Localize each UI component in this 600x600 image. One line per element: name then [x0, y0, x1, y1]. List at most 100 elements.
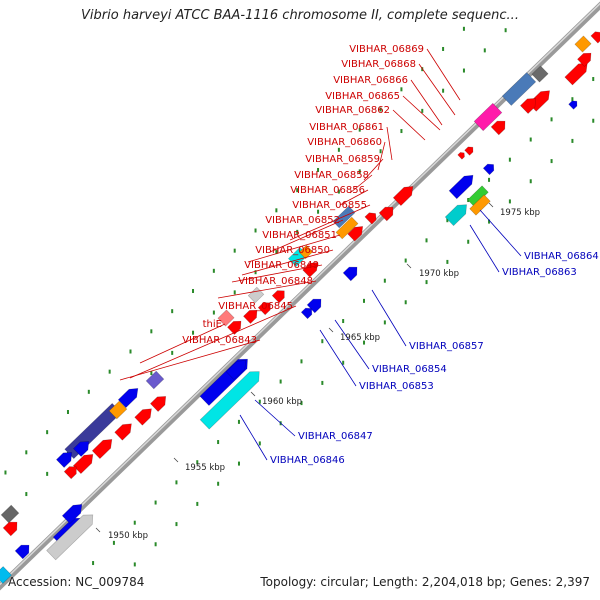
gene-feature[interactable] [298, 244, 314, 260]
gene-feature[interactable] [73, 437, 92, 457]
gene-feature[interactable] [0, 504, 20, 524]
gene-feature[interactable] [448, 171, 477, 200]
gene-feature[interactable] [364, 210, 379, 225]
forward-gene-label[interactable]: VIBHAR_06859 [305, 154, 380, 165]
tick-mark [446, 218, 449, 223]
reverse-gene-label[interactable]: VIBHAR_06847 [298, 431, 373, 442]
forward-gene-label[interactable]: VIBHAR_06862 [315, 105, 390, 116]
gene-feature[interactable] [300, 305, 314, 320]
gene-feature[interactable] [490, 117, 509, 136]
forward-gene-label[interactable]: VIBHAR_06851 [262, 230, 337, 241]
reverse-gene-label[interactable]: VIBHAR_06863 [502, 267, 577, 278]
tick-mark [133, 562, 136, 567]
forward-gene-label[interactable]: thiE [203, 319, 222, 330]
gene-feature[interactable] [568, 99, 580, 110]
forward-gene-label[interactable]: VIBHAR_06865 [325, 91, 400, 102]
gene-feature[interactable] [225, 356, 249, 381]
tick-mark [508, 199, 511, 204]
gene-feature[interactable] [574, 35, 592, 53]
gene-feature[interactable] [501, 72, 537, 106]
gene-feature[interactable] [72, 450, 96, 475]
forward-gene-label[interactable]: VIBHAR_06869 [349, 44, 424, 55]
forward-gene-label[interactable]: VIBHAR_06861 [309, 122, 384, 133]
tick-mark [404, 258, 407, 263]
gene-feature[interactable] [150, 392, 169, 412]
gene-feature[interactable] [444, 200, 471, 227]
forward-gene-label[interactable]: VIBHAR_06856 [290, 185, 365, 196]
gene-feature[interactable] [469, 194, 491, 216]
forward-gene-label[interactable]: VIBHAR_06845 [218, 301, 293, 312]
kbp-tick [488, 202, 494, 208]
gene-feature[interactable] [2, 518, 21, 537]
gene-features[interactable] [0, 29, 600, 584]
forward-gene-label[interactable]: VIBHAR_06866 [333, 75, 408, 86]
gene-feature[interactable] [473, 102, 503, 132]
forward-gene-label[interactable]: VIBHAR_06843 [182, 335, 257, 346]
gene-feature[interactable] [61, 500, 85, 525]
gene-feature[interactable] [306, 295, 325, 314]
reverse-gene-label[interactable]: VIBHAR_06864 [524, 251, 599, 262]
gene-feature[interactable] [0, 566, 12, 584]
tick-mark [196, 501, 199, 506]
gene-feature[interactable] [114, 420, 136, 441]
tick-mark [275, 250, 278, 255]
gene-feature[interactable] [63, 463, 80, 480]
gene-feature[interactable] [531, 65, 549, 83]
gene-feature[interactable] [199, 367, 264, 430]
tick-mark [337, 189, 340, 194]
gene-feature[interactable] [482, 161, 496, 176]
gene-feature[interactable] [342, 263, 361, 282]
gene-feature[interactable] [243, 307, 260, 324]
gene-feature[interactable] [564, 59, 591, 86]
topology-summary: Topology: circular; Length: 2,204,018 bp… [260, 575, 590, 589]
gene-feature[interactable] [56, 448, 75, 468]
gene-feature[interactable] [378, 203, 397, 222]
map-title: Vibrio harveyi ATCC BAA-1116 chromosome … [81, 8, 519, 23]
reverse-gene-label[interactable]: VIBHAR_06853 [359, 381, 434, 392]
tick-mark [150, 371, 153, 376]
forward-gene-label[interactable]: VIBHAR_06855 [292, 200, 367, 211]
gene-feature[interactable] [257, 299, 274, 316]
forward-gene-label[interactable]: VIBHAR_06852 [265, 215, 340, 226]
gene-feature[interactable] [14, 541, 33, 560]
gene-feature[interactable] [347, 223, 366, 242]
gene-feature[interactable] [108, 400, 128, 420]
gene-feature[interactable] [577, 50, 594, 67]
forward-gene-label[interactable]: VIBHAR_06850 [255, 245, 330, 256]
label-leader [231, 264, 323, 283]
tick-mark [133, 520, 136, 525]
forward-gene-label[interactable]: VIBHAR_06848 [238, 276, 313, 287]
tick-mark [192, 288, 195, 293]
gene-feature[interactable] [335, 216, 359, 240]
tick-mark [383, 278, 386, 283]
forward-gene-label[interactable]: VIBHAR_06860 [307, 137, 382, 148]
gene-feature[interactable] [217, 309, 235, 327]
tick-mark [529, 137, 532, 142]
gene-feature[interactable] [464, 145, 476, 156]
reverse-gene-label[interactable]: VIBHAR_06846 [270, 455, 345, 466]
tick-mark [258, 441, 261, 446]
gene-feature[interactable] [590, 29, 600, 44]
gene-labels[interactable]: VIBHAR_06869VIBHAR_06868VIBHAR_06866VIBH… [182, 44, 599, 466]
gene-feature[interactable] [91, 435, 115, 460]
kbp-label: 1955 kbp [185, 463, 225, 473]
forward-gene-label[interactable]: VIBHAR_06868 [341, 59, 416, 70]
forward-gene-label[interactable]: VIBHAR_06849 [244, 260, 319, 271]
gene-feature[interactable] [457, 151, 466, 160]
gene-feature[interactable] [467, 185, 489, 207]
gene-feature[interactable] [520, 94, 539, 114]
gene-feature[interactable] [46, 510, 98, 561]
tick-mark [488, 219, 491, 224]
tick-mark [504, 28, 507, 33]
gene-feature[interactable] [117, 384, 141, 409]
gene-feature[interactable] [134, 405, 156, 426]
gene-feature[interactable] [271, 287, 288, 304]
reverse-gene-label[interactable]: VIBHAR_06854 [372, 364, 447, 375]
reverse-gene-label[interactable]: VIBHAR_06857 [409, 341, 484, 352]
gene-feature[interactable] [392, 182, 416, 207]
gene-feature[interactable] [332, 205, 356, 229]
gene-feature[interactable] [145, 370, 165, 390]
forward-gene-label[interactable]: VIBHAR_06858 [294, 170, 369, 181]
tick-mark [279, 379, 282, 384]
